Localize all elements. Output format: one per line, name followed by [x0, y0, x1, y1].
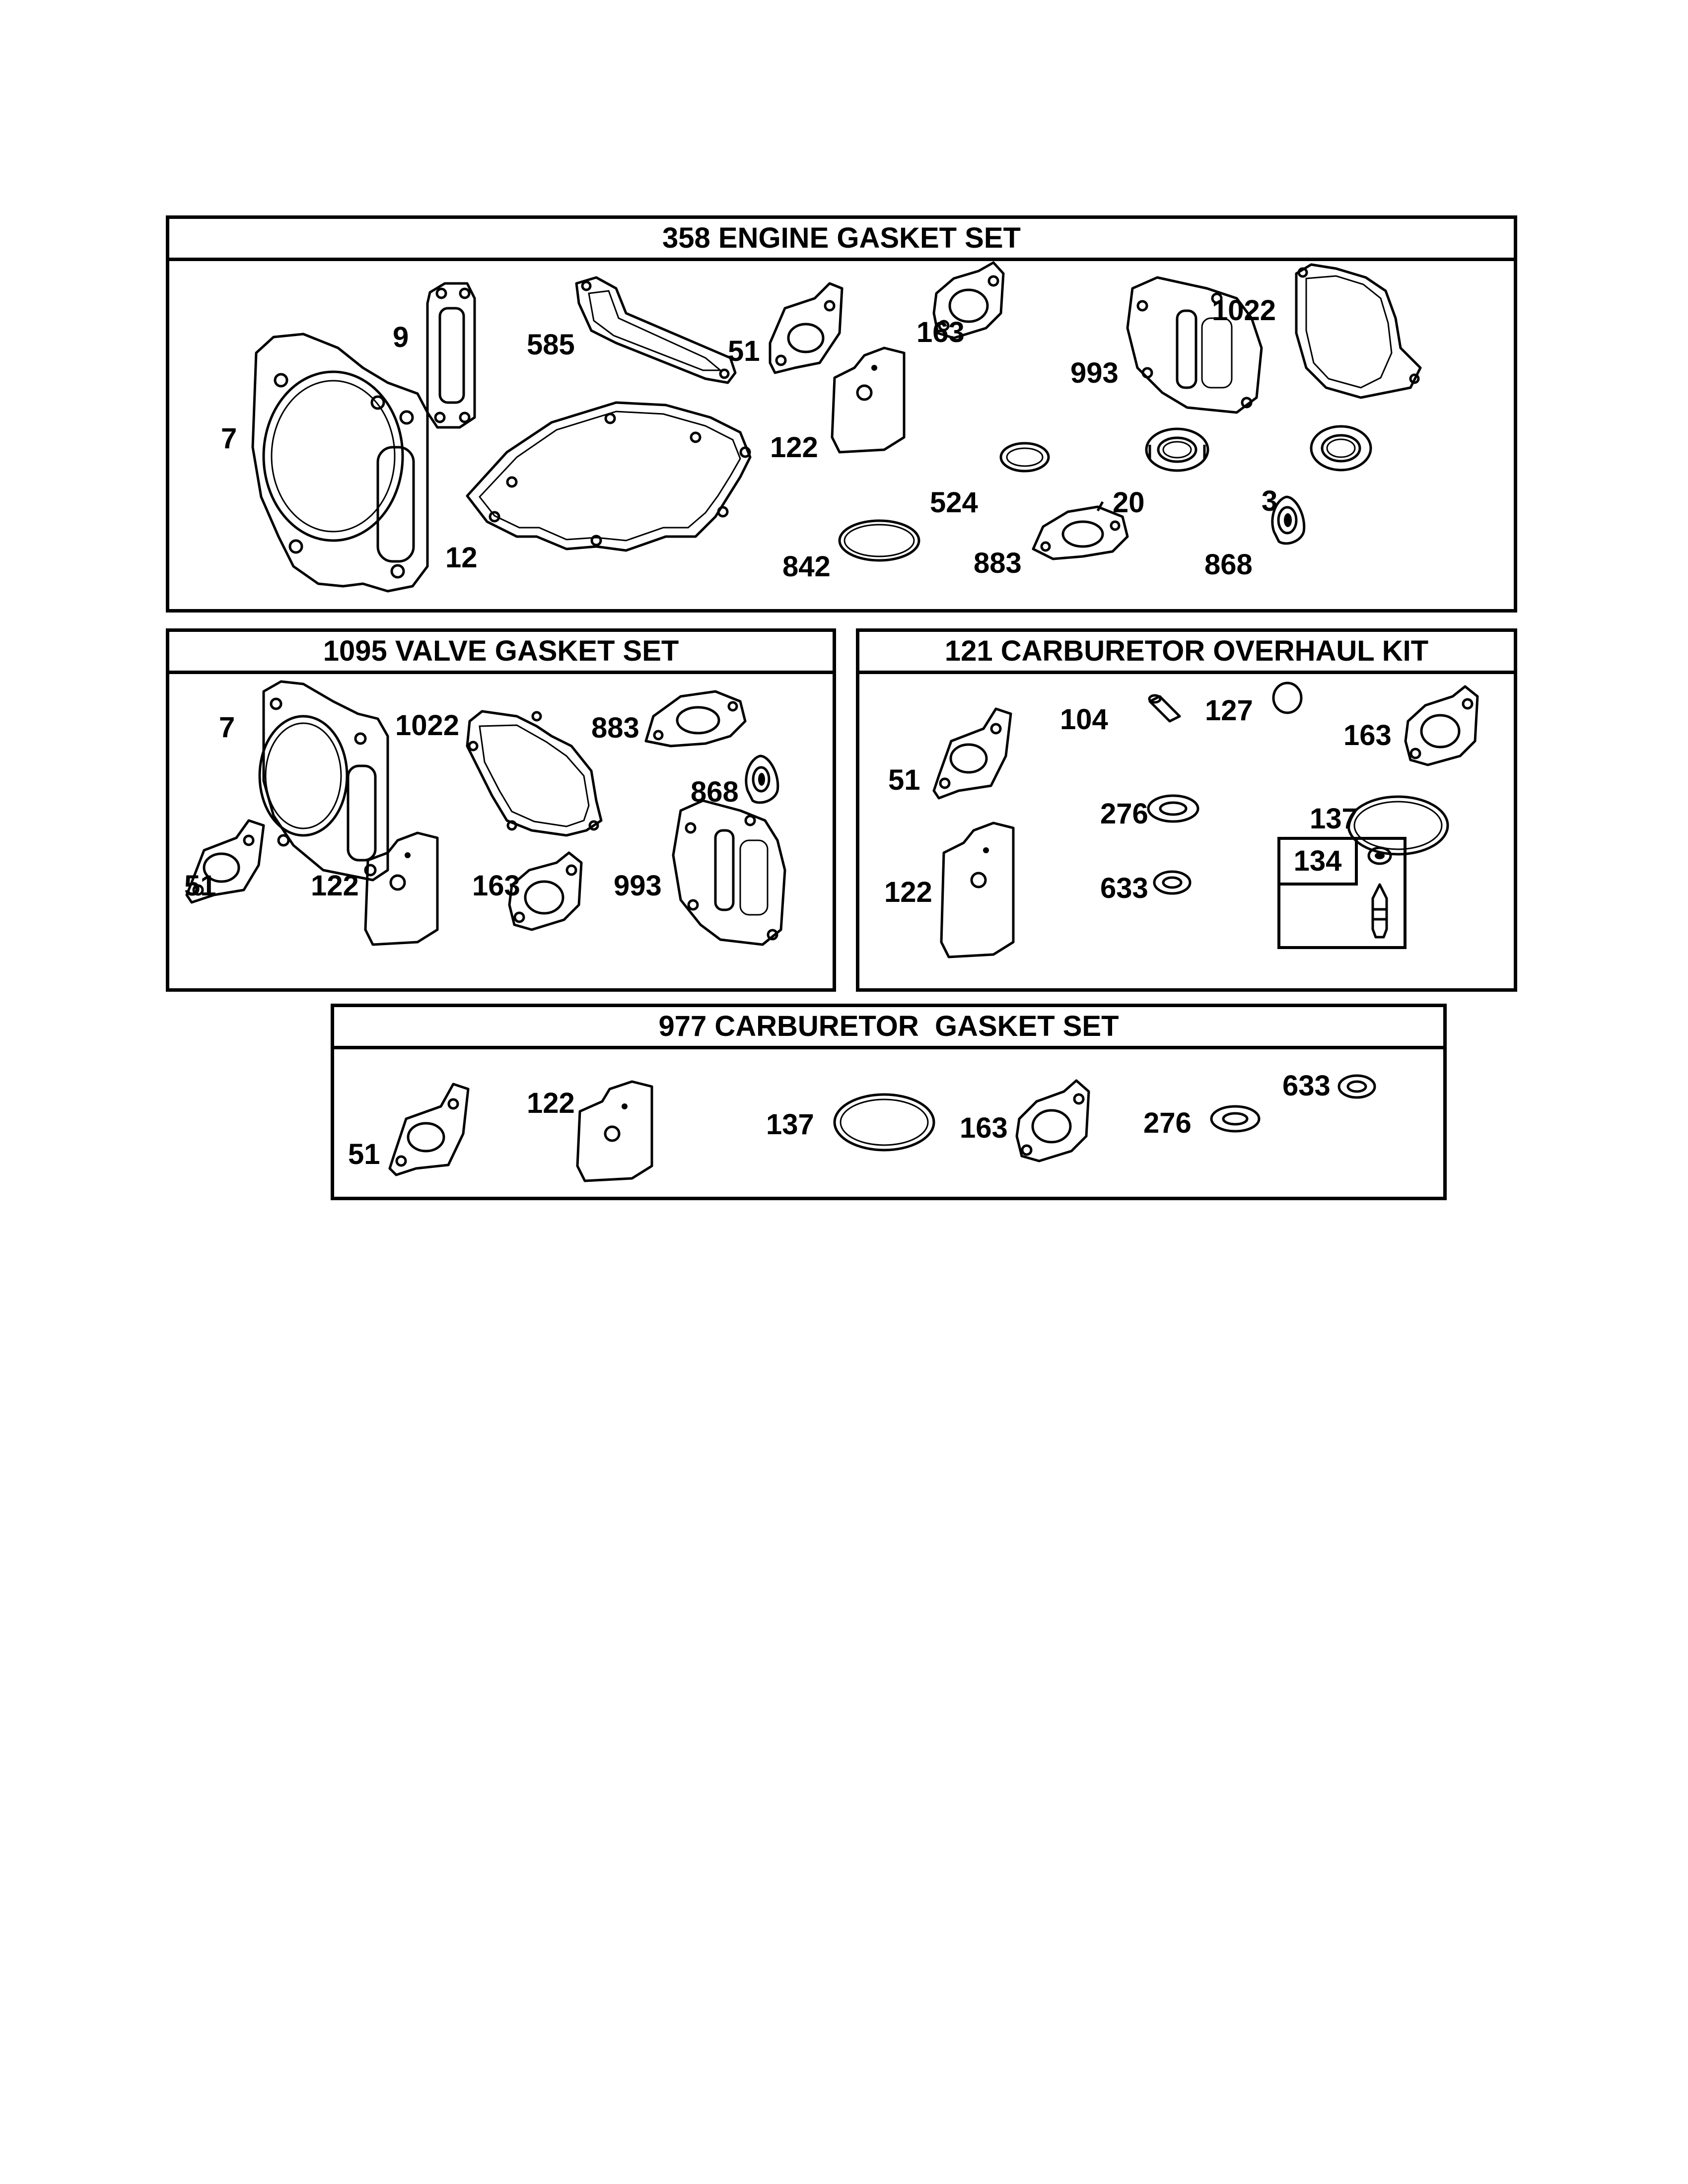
- part-label: 163: [916, 316, 965, 348]
- part-label: 122: [770, 431, 818, 464]
- part-label: 122: [527, 1087, 575, 1119]
- part-51-gasket: [185, 819, 265, 904]
- part-3-seal: [1310, 425, 1372, 472]
- part-label: 7: [219, 711, 235, 744]
- part-137-oring: [833, 1093, 935, 1152]
- part-104-pin: [1148, 694, 1181, 723]
- part-label: 524: [930, 486, 978, 519]
- subkit-134-box: 134: [1277, 837, 1407, 949]
- part-51-gasket: [769, 282, 844, 374]
- part-163-gasket: [508, 851, 583, 931]
- part-label: 122: [311, 870, 359, 902]
- part-163-gasket: [932, 261, 1005, 340]
- part-137-oring: [1347, 795, 1449, 856]
- part-label: 51: [184, 870, 216, 902]
- engine-gasket-set-drawing: [251, 261, 1422, 593]
- part-122-insulator: [364, 831, 439, 946]
- part-122-insulator: [940, 821, 1015, 958]
- part-868-seal: [1271, 495, 1306, 545]
- part-993-gasket: [672, 799, 786, 946]
- valve-gasket-set-drawing: [185, 680, 786, 946]
- part-633-seal: [1337, 1074, 1376, 1099]
- part-label: 883: [591, 712, 639, 744]
- part-label: 3: [1262, 485, 1278, 517]
- part-label: 122: [884, 876, 932, 908]
- part-label: 883: [974, 547, 1022, 579]
- part-label: 51: [888, 764, 920, 796]
- subkit-134-label: 134: [1280, 840, 1358, 886]
- part-label: 868: [1204, 548, 1253, 581]
- inlet-needle-drawing: [1367, 846, 1392, 939]
- part-633-seal: [1153, 870, 1192, 895]
- part-label: 20: [1113, 486, 1145, 519]
- part-label: 276: [1143, 1107, 1192, 1139]
- part-label: 51: [348, 1138, 380, 1170]
- part-7-cylinder-head-gasket: [258, 680, 389, 882]
- part-276-washer: [1210, 1105, 1261, 1133]
- part-276-washer: [1147, 794, 1199, 823]
- engine-gasket-set-panel: 358 ENGINE GASKET SET: [166, 215, 1517, 613]
- part-163-gasket: [1404, 685, 1479, 766]
- part-label: 127: [1205, 694, 1253, 727]
- part-12-crankcase-gasket: [466, 401, 752, 552]
- part-883-gasket: [644, 690, 747, 748]
- part-51-gasket: [388, 1083, 470, 1176]
- part-7-cylinder-head-gasket: [251, 333, 429, 593]
- part-label: 163: [960, 1112, 1008, 1144]
- part-883-gasket: [1032, 501, 1129, 560]
- part-label: 163: [472, 870, 520, 902]
- part-9-breather-gasket: [426, 282, 476, 429]
- part-label: 993: [614, 870, 662, 902]
- part-label: 137: [766, 1108, 814, 1141]
- carb-overhaul-kit-panel: 121 CARBURETOR OVERHAUL KIT: [856, 628, 1517, 992]
- part-label: 842: [782, 550, 831, 583]
- carb-overhaul-kit-drawing: [932, 682, 1479, 958]
- part-label: 104: [1060, 703, 1108, 736]
- part-51-gasket: [932, 707, 1012, 800]
- part-label: 633: [1100, 872, 1148, 904]
- part-585-gasket: [575, 276, 737, 384]
- part-993-gasket: [1126, 276, 1263, 414]
- engine-gasket-set-title: 358 ENGINE GASKET SET: [169, 219, 1514, 261]
- part-label: 633: [1282, 1070, 1331, 1102]
- part-127-plug: [1272, 682, 1303, 714]
- part-20-seal: [1145, 427, 1209, 472]
- part-label: 9: [393, 321, 409, 353]
- carb-gasket-set-panel: 977 CARBURETOR GASKET SET: [331, 1004, 1447, 1200]
- part-label: 276: [1100, 798, 1148, 830]
- part-122-insulator: [576, 1080, 653, 1182]
- part-label: 868: [691, 776, 739, 808]
- part-label: 585: [527, 329, 575, 361]
- part-524-oring: [999, 442, 1050, 473]
- carb-overhaul-kit-title: 121 CARBURETOR OVERHAUL KIT: [859, 632, 1514, 674]
- part-label: 12: [445, 542, 478, 574]
- part-label: 1022: [395, 709, 460, 742]
- part-label: 7: [221, 422, 237, 455]
- part-1022-gasket: [466, 710, 603, 837]
- part-label: 993: [1070, 357, 1119, 389]
- part-842-oring: [838, 519, 920, 562]
- part-label: 137: [1310, 803, 1358, 835]
- carb-gasket-set-title: 977 CARBURETOR GASKET SET: [334, 1007, 1443, 1049]
- valve-gasket-set-title: 1095 VALVE GASKET SET: [169, 632, 833, 674]
- part-868-seal: [745, 754, 779, 804]
- part-label: 1022: [1212, 294, 1276, 327]
- part-163-gasket: [1015, 1079, 1090, 1162]
- part-label: 163: [1343, 719, 1392, 751]
- part-label: 51: [728, 335, 760, 367]
- valve-gasket-set-panel: 1095 VALVE GASKET SET: [166, 628, 836, 992]
- part-1022-gasket: [1295, 263, 1422, 399]
- carb-gasket-set-drawing: [388, 1074, 1376, 1182]
- part-122-insulator: [831, 346, 906, 454]
